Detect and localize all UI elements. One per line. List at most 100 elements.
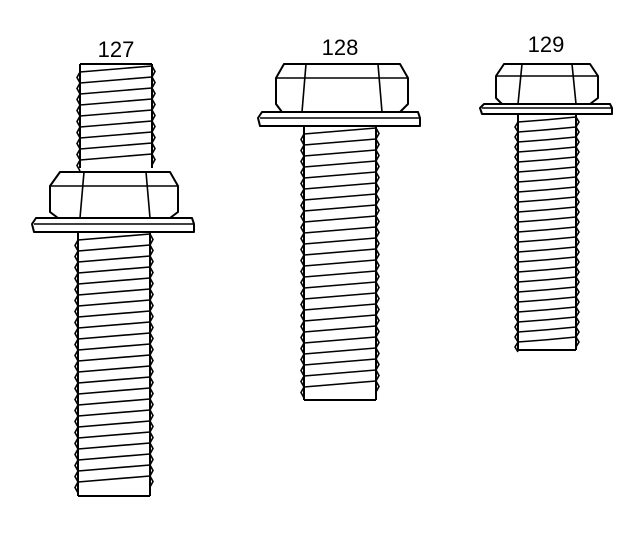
thread-edge	[151, 76, 156, 89]
thread-edge	[149, 354, 154, 367]
thread-edge	[149, 299, 154, 312]
thread-edge	[151, 142, 156, 155]
thread-edge	[514, 151, 519, 163]
thread-line	[517, 236, 577, 243]
thread-edge	[300, 254, 305, 267]
thread-edge	[76, 137, 81, 150]
thread-edge	[514, 291, 519, 303]
thread-edge	[514, 131, 519, 143]
bolt-129-shank	[514, 114, 580, 353]
thread-edge	[575, 266, 580, 278]
thread-edge	[76, 148, 81, 161]
thread-line	[517, 226, 577, 233]
thread-edge	[375, 292, 380, 305]
thread-edge	[300, 221, 305, 234]
thread-edge	[74, 459, 79, 472]
thread-edge	[149, 365, 154, 378]
thread-edge	[74, 470, 79, 483]
thread-line	[79, 153, 153, 161]
thread-edge	[514, 221, 519, 233]
thread-edge	[514, 141, 519, 153]
thread-edge	[300, 155, 305, 168]
thread-line	[303, 237, 377, 245]
thread-line	[77, 354, 151, 362]
thread-edge	[149, 288, 154, 301]
thread-edge	[375, 204, 380, 217]
thread-edge	[300, 287, 305, 300]
thread-line	[517, 116, 577, 123]
label-127: 127	[98, 37, 135, 62]
thread-edge	[375, 193, 380, 206]
thread-edge	[375, 270, 380, 283]
thread-line	[517, 266, 577, 273]
thread-edge	[76, 71, 81, 84]
thread-edge	[375, 171, 380, 184]
thread-line	[517, 136, 577, 143]
thread-edge	[514, 231, 519, 243]
thread-edge	[149, 453, 154, 466]
stud-upper-shank	[76, 63, 156, 172]
thread-edge	[514, 281, 519, 293]
thread-line	[77, 299, 151, 307]
thread-edge	[375, 259, 380, 272]
thread-edge	[74, 327, 79, 340]
thread-edge	[76, 115, 81, 128]
thread-line	[77, 310, 151, 318]
thread-edge	[149, 310, 154, 323]
thread-line	[303, 303, 377, 311]
bolt-128: 128	[257, 35, 421, 401]
thread-edge	[74, 437, 79, 450]
thread-line	[77, 376, 151, 384]
thread-edge	[575, 276, 580, 288]
thread-edge	[300, 232, 305, 245]
thread-edge	[375, 138, 380, 151]
thread-edge	[575, 166, 580, 178]
thread-edge	[74, 261, 79, 274]
thread-edge	[74, 415, 79, 428]
thread-line	[79, 120, 153, 128]
thread-line	[303, 248, 377, 256]
label-129: 129	[528, 32, 565, 57]
thread-edge	[514, 261, 519, 273]
thread-edge	[375, 226, 380, 239]
thread-edge	[149, 277, 154, 290]
thread-line	[77, 420, 151, 428]
thread-edge	[514, 251, 519, 263]
thread-line	[517, 146, 577, 153]
thread-line	[79, 142, 153, 150]
thread-line	[79, 65, 153, 73]
thread-edge	[375, 127, 380, 140]
thread-line	[303, 127, 377, 135]
thread-edge	[151, 153, 156, 166]
thread-edge	[74, 371, 79, 384]
thread-edge	[575, 246, 580, 258]
thread-edge	[300, 210, 305, 223]
thread-edge	[151, 65, 156, 78]
thread-line	[517, 326, 577, 333]
thread-edge	[149, 255, 154, 268]
label-128: 128	[322, 35, 359, 60]
thread-line	[517, 216, 577, 223]
thread-edge	[74, 250, 79, 263]
thread-edge	[151, 109, 156, 122]
thread-edge	[74, 294, 79, 307]
thread-line	[517, 126, 577, 133]
thread-edge	[514, 331, 519, 343]
thread-edge	[74, 393, 79, 406]
bolt-129: 129	[479, 32, 613, 353]
thread-edge	[300, 133, 305, 146]
thread-line	[517, 306, 577, 313]
flange-nut	[31, 171, 195, 233]
thread-edge	[74, 360, 79, 373]
thread-line	[303, 138, 377, 146]
thread-line	[77, 431, 151, 439]
thread-edge	[74, 382, 79, 395]
thread-line	[79, 109, 153, 117]
thread-line	[517, 166, 577, 173]
thread-edge	[575, 256, 580, 268]
thread-edge	[575, 296, 580, 308]
thread-edge	[375, 182, 380, 195]
thread-line	[303, 325, 377, 333]
thread-edge	[149, 387, 154, 400]
